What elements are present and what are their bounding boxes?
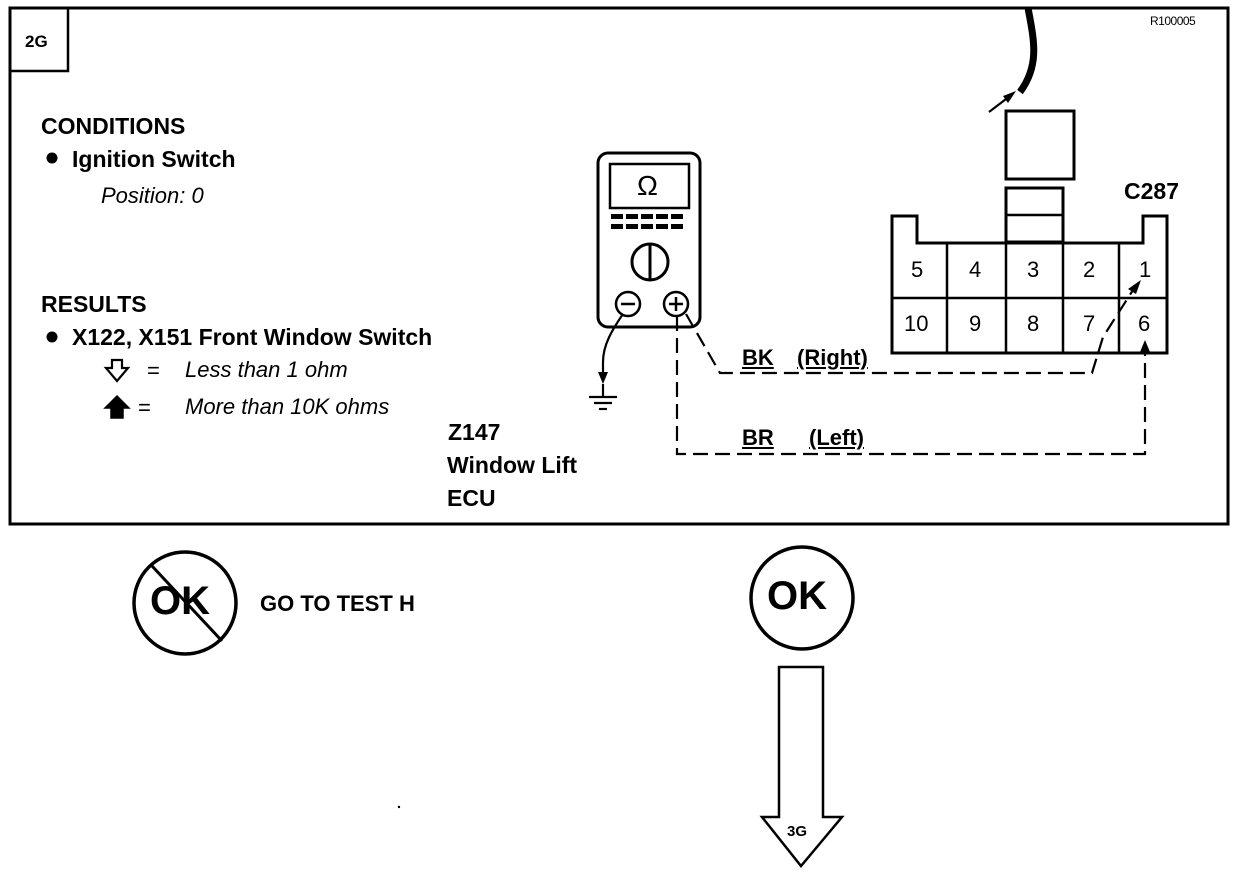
connector-pin-10: 10 xyxy=(904,311,929,336)
wire-bk-side: (Right) xyxy=(797,345,868,370)
connector-pin-7: 7 xyxy=(1083,311,1096,336)
condition-item-detail: Position: 0 xyxy=(101,183,204,208)
legend-text-high: More than 10K ohms xyxy=(185,394,390,419)
component-name-line1: Window Lift xyxy=(447,452,578,478)
ok-badge-label: OK xyxy=(767,574,827,618)
connector-pin-3: 3 xyxy=(1027,257,1040,282)
legend-separator: = xyxy=(147,358,160,383)
component-id: Z147 xyxy=(448,419,501,445)
not-ok-badge-label: OK xyxy=(150,579,210,623)
wire-bk-right xyxy=(685,289,1134,375)
legend-text-low: Less than 1 ohm xyxy=(185,357,348,382)
meter-ohm-symbol: Ω xyxy=(637,170,658,201)
connector-id: C287 xyxy=(1124,178,1179,204)
connector-pin-1: 1 xyxy=(1139,257,1152,282)
connector-pin-5: 5 xyxy=(911,257,924,282)
connector-pin-2: 2 xyxy=(1083,257,1096,282)
meter-negative-terminal xyxy=(614,290,642,318)
meter-display xyxy=(608,162,691,210)
ohmmeter xyxy=(596,151,702,329)
wire-br-side: (Left) xyxy=(809,425,864,450)
test-step-frame xyxy=(8,6,1230,526)
condition-item-label: Ignition Switch xyxy=(72,146,236,172)
wire-bk-color-code: BK xyxy=(742,345,774,370)
connector-pin-9: 9 xyxy=(969,311,982,336)
next-step-label: 3G xyxy=(787,823,808,840)
not-ok-action: GO TO TEST H xyxy=(260,591,415,616)
legend-separator: = xyxy=(138,395,151,420)
conditions-bullet xyxy=(46,152,58,164)
reference-code: R100005 xyxy=(1150,14,1196,28)
ok-badge xyxy=(749,545,855,651)
ground-icon xyxy=(589,384,617,411)
ground-lead xyxy=(601,313,624,378)
wire-br-left xyxy=(675,316,1147,456)
connector-pin-8: 8 xyxy=(1027,311,1040,336)
step-id-box xyxy=(8,6,70,73)
step-id-label: 2G xyxy=(25,32,48,51)
conditions-heading: CONDITIONS xyxy=(41,113,186,139)
next-step-arrow xyxy=(759,665,845,868)
not-ok-badge xyxy=(132,550,238,656)
harness-wire xyxy=(1017,7,1038,95)
results-heading: RESULTS xyxy=(41,291,147,317)
connector-pin-4: 4 xyxy=(969,257,982,282)
meter-keypad xyxy=(611,214,683,229)
wire-br-color-code: BR xyxy=(742,425,774,450)
results-bullet xyxy=(46,331,58,343)
connector-c287 xyxy=(890,109,1169,355)
component-name-line2: ECU xyxy=(447,485,496,511)
arrow-down-icon xyxy=(103,358,131,383)
result-item-label: X122, X151 Front Window Switch xyxy=(72,324,433,350)
connector-pin-6: 6 xyxy=(1138,311,1151,336)
mating-connector xyxy=(1004,109,1076,181)
arrow-up-icon xyxy=(103,394,131,419)
